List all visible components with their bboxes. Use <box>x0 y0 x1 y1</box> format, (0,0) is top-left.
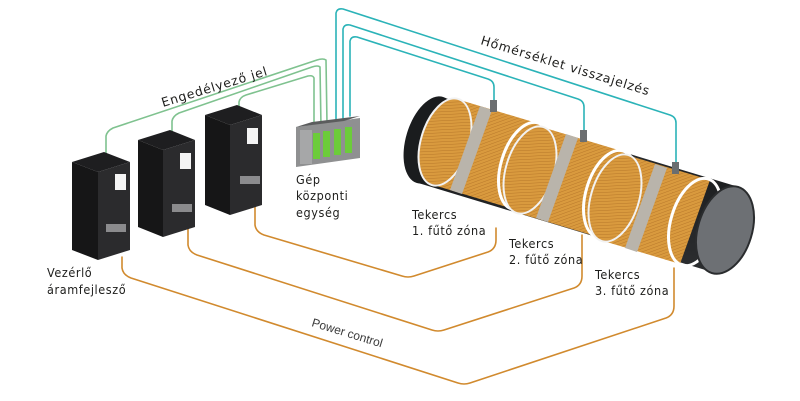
plc-module-2 <box>323 131 330 157</box>
pipe-end-face <box>695 185 755 275</box>
enable-wire-controller1 <box>105 58 328 159</box>
enable-signal-label: Engedélyező jel <box>159 63 269 110</box>
plc-label-line2: központi <box>296 188 348 203</box>
zone3-label-line2: 3. fűtő zóna <box>595 283 669 298</box>
plc-label-line3: egység <box>296 205 340 220</box>
temp-sensor-zone-2 <box>580 130 587 142</box>
power-wire-zone2 <box>187 227 583 332</box>
power-control-wires <box>121 204 675 385</box>
temp-wire-zone2 <box>342 24 585 133</box>
temp-sensor-zone-3 <box>672 162 679 174</box>
power-controller-3 <box>205 105 262 215</box>
temp-sensor-zone-1 <box>490 100 497 112</box>
atos-logo <box>172 204 192 212</box>
temperature-feedback-wires <box>335 8 677 165</box>
power-controller-1 <box>72 152 130 260</box>
plc-module-3 <box>334 129 341 155</box>
plc-label-line1: Gép <box>296 172 321 187</box>
zone1-label-line1: Tekercs <box>411 207 457 222</box>
enable-wire-controller2 <box>171 65 322 137</box>
power-controller-2 <box>138 130 195 237</box>
power-control-label: Power control <box>310 315 384 350</box>
zone2-label-line2: 2. fűtő zóna <box>509 252 583 267</box>
coil-zone-3 <box>587 153 723 268</box>
controller-label-line2: áramfejlesző <box>47 282 126 297</box>
heated-pipe <box>403 96 755 275</box>
power-wire-zone1 <box>254 204 497 278</box>
controller-label-line1: Vezérlő <box>47 265 92 280</box>
atos-logo <box>240 176 260 184</box>
temperature-feedback-label: Hőmérséklet visszajelzés <box>479 33 652 99</box>
power-wire-zone3 <box>121 256 675 385</box>
zone2-label-line1: Tekercs <box>508 236 554 251</box>
temp-wire-zone3 <box>335 8 677 165</box>
temp-wire-zone1 <box>349 36 495 117</box>
zone3-label-line1: Tekercs <box>594 267 640 282</box>
plc-module-1 <box>313 133 320 159</box>
plc-module-4 <box>345 127 352 153</box>
zone1-label-line2: 1. fűtő zóna <box>412 223 486 238</box>
central-unit <box>296 116 360 167</box>
enable-signal-wires <box>105 58 328 159</box>
enable-wire-controller3 <box>238 74 315 129</box>
atos-logo <box>106 224 126 232</box>
